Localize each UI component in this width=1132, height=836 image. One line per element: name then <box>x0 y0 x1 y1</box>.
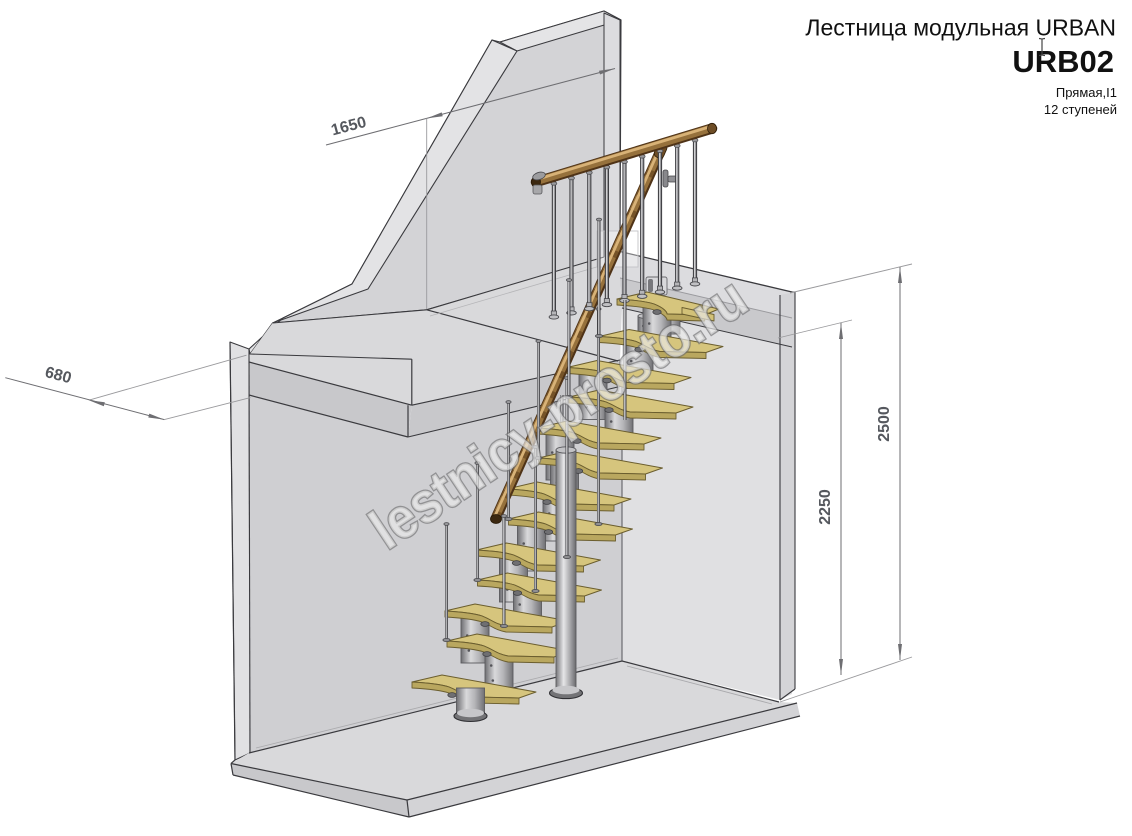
svg-text:12 ступеней: 12 ступеней <box>1044 102 1117 117</box>
svg-text:2500: 2500 <box>876 406 893 442</box>
svg-text:680: 680 <box>43 364 73 387</box>
svg-text:Прямая,I1: Прямая,I1 <box>1056 85 1117 100</box>
svg-text:2250: 2250 <box>817 489 834 525</box>
svg-text:Лестница модульная URBAN: Лестница модульная URBAN <box>805 15 1116 41</box>
svg-text:URB02: URB02 <box>1012 44 1114 79</box>
